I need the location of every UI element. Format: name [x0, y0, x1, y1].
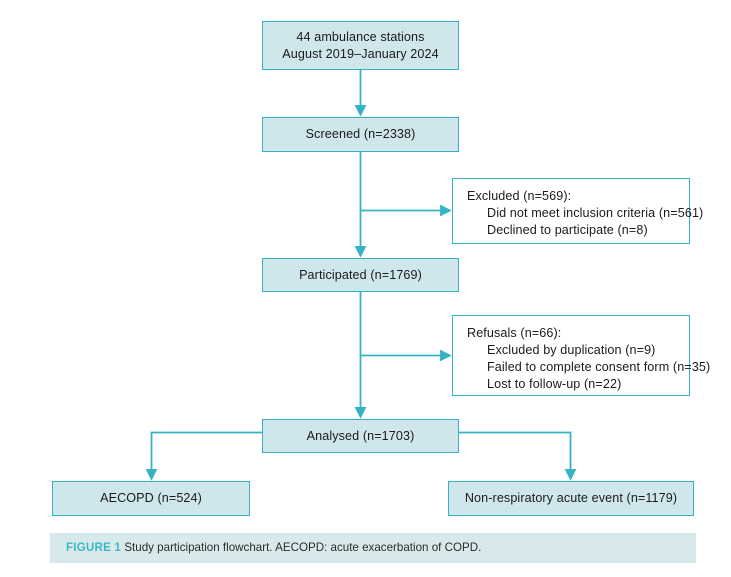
- edge-analysed-to-aecopd: [145, 431, 262, 481]
- node-analysed-label: Analysed (n=1703): [306, 428, 415, 443]
- node-participated-label: Participated (n=1769): [299, 267, 422, 282]
- node-non-respiratory-acute-event[interactable]: Non-respiratory acute event (n=1179): [448, 481, 694, 516]
- node-refusals-line2: Excluded by duplication (n=9): [487, 343, 656, 357]
- node-refusals-line3: Failed to complete consent form (n=35): [487, 360, 711, 374]
- node-screened[interactable]: Screened (n=2338): [262, 117, 459, 152]
- node-excluded-line2: Did not meet inclusion criteria (n=561): [487, 206, 704, 220]
- figure-caption: FIGURE 1 Study participation flowchart. …: [66, 540, 481, 556]
- node-participated[interactable]: Participated (n=1769): [262, 258, 459, 292]
- node-excluded[interactable]: Excluded (n=569): Did not meet inclusion…: [452, 178, 704, 244]
- node-refusals-line4: Lost to follow-up (n=22): [487, 377, 622, 391]
- node-analysed[interactable]: Analysed (n=1703): [262, 419, 459, 453]
- caption-background: [50, 533, 696, 563]
- node-ambulance-stations-line1: 44 ambulance stations: [296, 29, 425, 44]
- node-refusals-line1: Refusals (n=66):: [467, 326, 562, 340]
- node-excluded-line1: Excluded (n=569):: [467, 189, 572, 203]
- node-refusals[interactable]: Refusals (n=66): Excluded by duplication…: [452, 315, 711, 396]
- edge-analysed-to-nonrespiratory: [459, 431, 577, 481]
- node-aecopd[interactable]: AECOPD (n=524): [52, 481, 250, 516]
- figure-caption-label: FIGURE 1: [66, 541, 122, 554]
- node-screened-label: Screened (n=2338): [305, 127, 416, 141]
- node-excluded-line3: Declined to participate (n=8): [487, 223, 648, 237]
- node-ambulance-stations[interactable]: 44 ambulance stations August 2019–Januar…: [262, 21, 459, 70]
- node-non-respiratory-acute-event-label: Non-respiratory acute event (n=1179): [464, 491, 678, 505]
- node-ambulance-stations-line2: August 2019–January 2024: [282, 46, 439, 61]
- node-aecopd-label: AECOPD (n=524): [100, 491, 202, 505]
- figure-caption-body: Study participation flowchart. AECOPD: a…: [124, 541, 482, 554]
